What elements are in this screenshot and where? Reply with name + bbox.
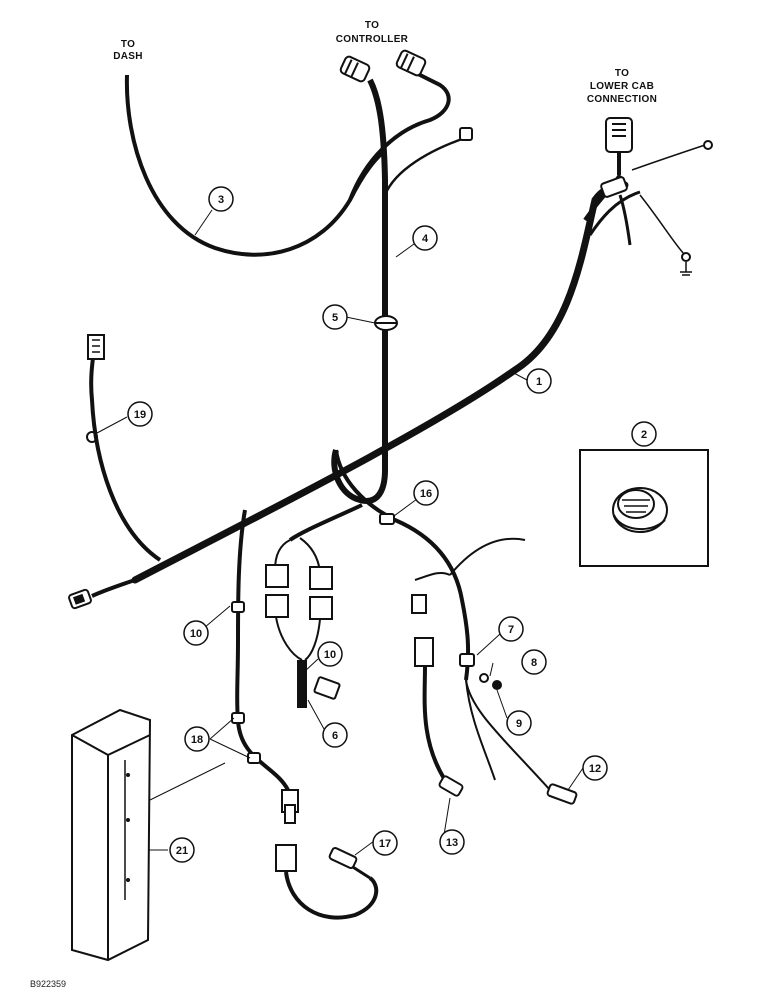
svg-text:TO: TO bbox=[615, 68, 629, 79]
connector-19 bbox=[86, 334, 105, 443]
svg-text:5: 5 bbox=[332, 312, 338, 324]
svg-text:CONNECTION: CONNECTION bbox=[587, 94, 657, 105]
svg-text:DASH: DASH bbox=[113, 51, 143, 62]
controller-harness bbox=[331, 78, 388, 504]
clip-18b bbox=[247, 752, 261, 764]
label-to-controller: TO CONTROLLER bbox=[336, 20, 409, 45]
svg-text:10: 10 bbox=[324, 649, 336, 661]
bracket-21 bbox=[71, 708, 152, 962]
callout-8: 8 bbox=[521, 649, 547, 675]
sensor-17-harness bbox=[275, 844, 379, 920]
connector-pack-6 bbox=[265, 537, 341, 708]
clip-18a bbox=[231, 712, 245, 724]
branch-16 bbox=[334, 449, 471, 681]
sensor-12-harness bbox=[459, 653, 578, 805]
svg-text:19: 19 bbox=[134, 409, 146, 421]
callout-2: 2 bbox=[631, 421, 657, 447]
svg-text:8: 8 bbox=[531, 657, 537, 669]
callout-10a: 10 bbox=[183, 620, 209, 646]
branch-to-19 bbox=[89, 349, 162, 562]
dash-harness bbox=[124, 74, 387, 257]
svg-text:4: 4 bbox=[422, 233, 429, 245]
svg-text:21: 21 bbox=[176, 845, 188, 857]
callout-6: 6 bbox=[322, 722, 348, 748]
left-end-connector bbox=[68, 588, 92, 610]
svg-text:2: 2 bbox=[641, 429, 647, 441]
clip-10a bbox=[231, 601, 245, 613]
figure-reference: B922359 bbox=[30, 979, 66, 989]
small-plug bbox=[459, 127, 473, 141]
branch-10-18 bbox=[235, 509, 290, 792]
callout-9: 9 bbox=[506, 710, 532, 736]
main-harness-tail bbox=[91, 578, 136, 598]
svg-text:TO: TO bbox=[121, 39, 135, 50]
svg-text:16: 16 bbox=[420, 488, 432, 500]
main-harness bbox=[131, 181, 629, 584]
svg-text:LOWER CAB: LOWER CAB bbox=[590, 81, 654, 92]
dash-to-controller-left bbox=[348, 68, 451, 201]
svg-text:18: 18 bbox=[191, 734, 203, 746]
svg-text:17: 17 bbox=[379, 838, 391, 850]
grommet-5 bbox=[374, 315, 398, 331]
svg-text:13: 13 bbox=[446, 837, 458, 849]
callout-3: 3 bbox=[208, 186, 234, 212]
callout-21: 21 bbox=[169, 837, 195, 863]
callout-18: 18 bbox=[184, 726, 210, 752]
svg-text:CONTROLLER: CONTROLLER bbox=[336, 34, 409, 45]
svg-text:7: 7 bbox=[508, 624, 514, 636]
callout-1: 1 bbox=[526, 368, 552, 394]
controller-connector-right bbox=[395, 49, 427, 77]
svg-text:9: 9 bbox=[516, 718, 522, 730]
clip-16 bbox=[379, 513, 395, 525]
callout-4: 4 bbox=[412, 225, 438, 251]
callout-17: 17 bbox=[372, 830, 398, 856]
svg-text:12: 12 bbox=[589, 763, 601, 775]
callout-13: 13 bbox=[439, 829, 465, 855]
callout-16: 16 bbox=[413, 480, 439, 506]
svg-text:6: 6 bbox=[332, 730, 338, 742]
branch-6 bbox=[288, 503, 363, 542]
lower-cab-connector bbox=[600, 117, 713, 276]
callout-12: 12 bbox=[582, 755, 608, 781]
callout-10b: 10 bbox=[317, 641, 343, 667]
leader-21 bbox=[149, 762, 226, 801]
svg-text:10: 10 bbox=[190, 628, 202, 640]
svg-text:TO: TO bbox=[365, 20, 379, 31]
connector-near-18 bbox=[281, 789, 299, 824]
label-to-lower-cab-connection: TO LOWER CAB CONNECTION bbox=[587, 68, 657, 105]
sensor-13-harness bbox=[411, 537, 526, 797]
inset-item-2 bbox=[579, 449, 709, 567]
callout-19: 19 bbox=[127, 401, 153, 427]
svg-text:3: 3 bbox=[218, 194, 224, 206]
callout-7: 7 bbox=[498, 616, 524, 642]
svg-text:1: 1 bbox=[536, 376, 542, 388]
label-to-dash: TO DASH bbox=[113, 39, 143, 62]
controller-connector-left bbox=[339, 55, 371, 83]
callout-5: 5 bbox=[322, 304, 348, 330]
